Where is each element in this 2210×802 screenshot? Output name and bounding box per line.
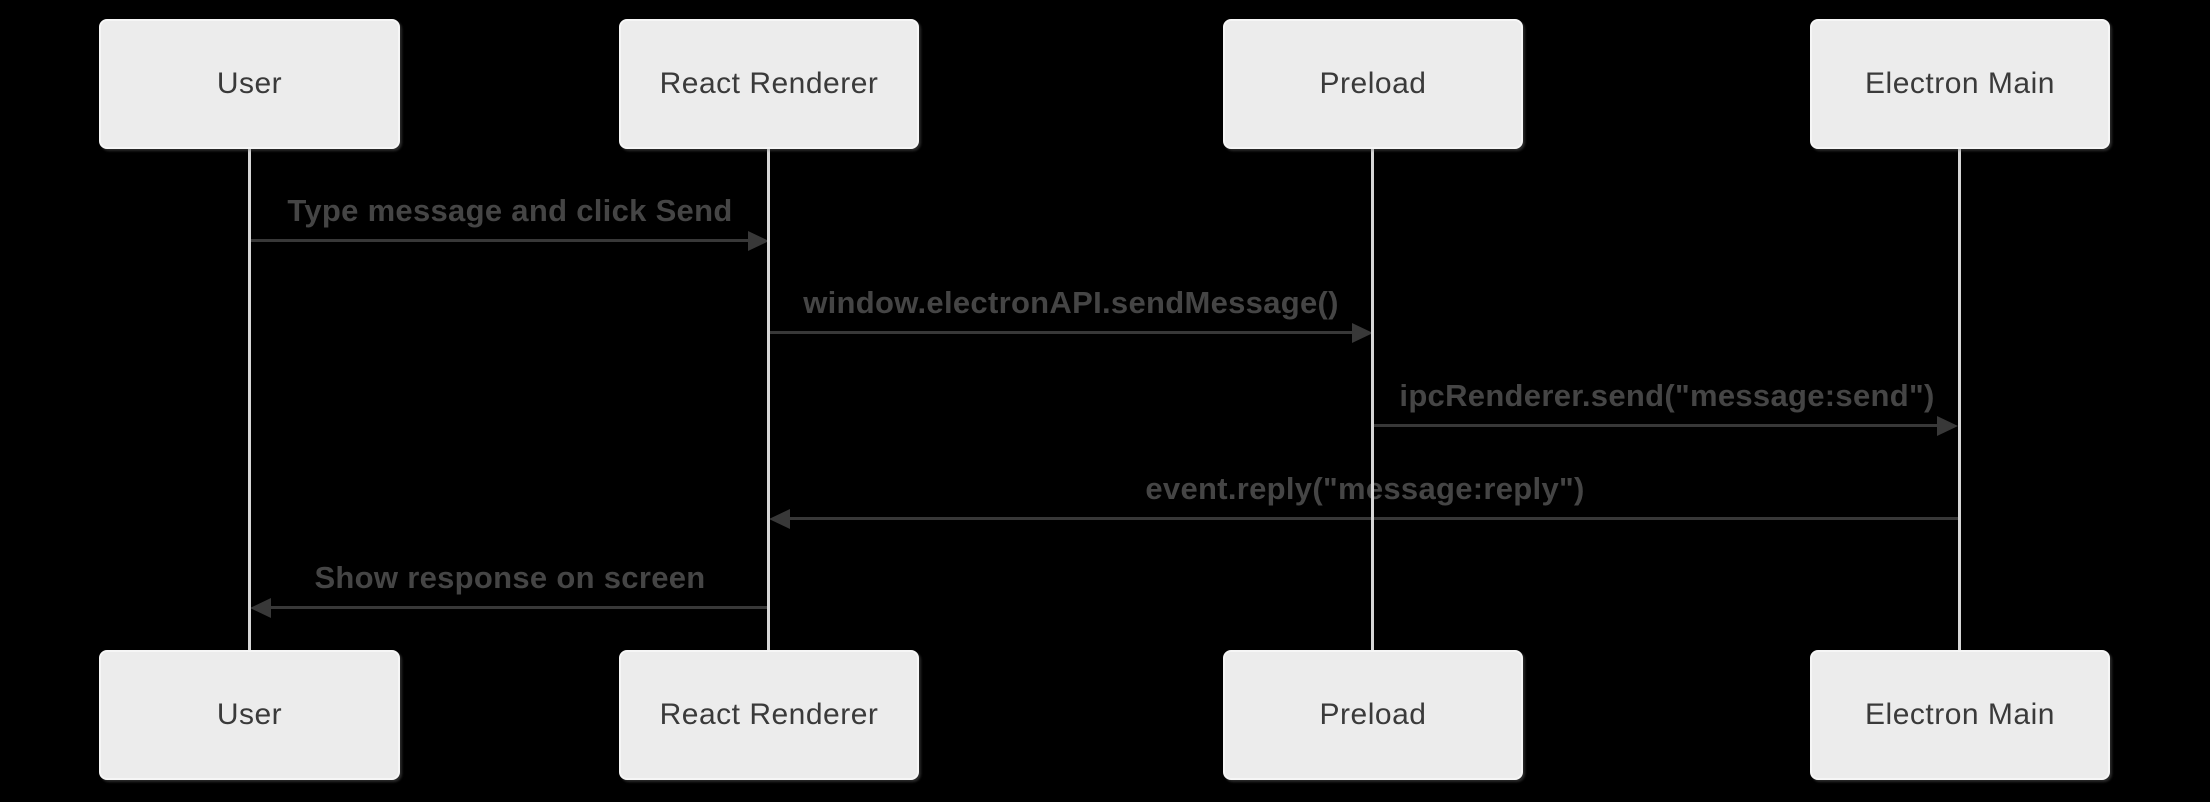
message-arrow-line-3 <box>1373 424 1941 427</box>
actor-label-preload: Preload <box>1319 67 1427 100</box>
actor-box-electron-main-bottom: Electron Main <box>1810 650 2110 780</box>
message-arrow-line-1 <box>250 239 752 242</box>
actor-label-user: User <box>216 698 283 731</box>
actor-box-react-renderer-bottom: React Renderer <box>619 650 919 780</box>
message-label-3: ipcRenderer.send("message:send") <box>1399 378 1935 413</box>
actor-box-preload-top: Preload <box>1223 19 1523 149</box>
actor-box-react-renderer-top: React Renderer <box>619 19 919 149</box>
actor-label-electron-main: Electron Main <box>1865 67 2055 100</box>
actor-box-preload-bottom: Preload <box>1223 650 1523 780</box>
actor-label-electron-main: Electron Main <box>1865 698 2055 731</box>
message-label-1: Type message and click Send <box>287 193 733 228</box>
actor-box-user-bottom: User <box>99 650 400 780</box>
arrowhead-left-icon <box>250 598 271 618</box>
arrowhead-right-icon <box>1352 323 1373 343</box>
arrowhead-left-icon <box>769 509 790 529</box>
message-label-2: window.electronAPI.sendMessage() <box>803 285 1339 320</box>
lifeline-react-renderer <box>767 148 770 651</box>
lifeline-electron-main <box>1958 148 1961 651</box>
message-label-5: Show response on screen <box>314 560 706 595</box>
actor-label-react-renderer: React Renderer <box>659 67 879 100</box>
actor-label-preload: Preload <box>1319 698 1427 731</box>
actor-box-electron-main-top: Electron Main <box>1810 19 2110 149</box>
actor-label-react-renderer: React Renderer <box>659 698 879 731</box>
message-arrow-line-5 <box>267 606 769 609</box>
lifeline-preload <box>1371 148 1374 651</box>
actor-box-user-top: User <box>99 19 400 149</box>
arrowhead-right-icon <box>1937 416 1958 436</box>
message-arrow-line-2 <box>769 331 1356 334</box>
message-label-4: event.reply("message:reply") <box>1145 471 1585 506</box>
actor-label-user: User <box>216 67 283 100</box>
lifeline-user <box>248 148 251 651</box>
arrowhead-right-icon <box>748 231 769 251</box>
